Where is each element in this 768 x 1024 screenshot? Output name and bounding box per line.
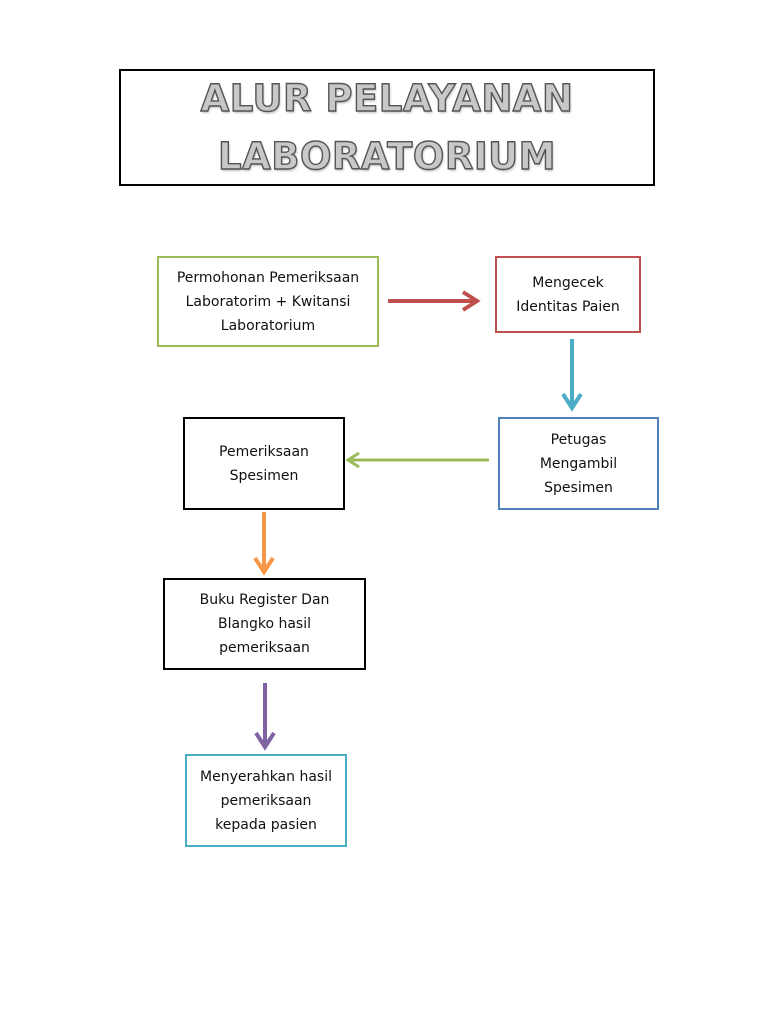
step-permohonan-pemeriksaan: Permohonan Pemeriksaan Laboratorim + Kwi… (157, 256, 379, 347)
step-pemeriksaan-spesimen: Pemeriksaan Spesimen (183, 417, 345, 510)
title-box: ALUR PELAYANAN LABORATORIUM (119, 69, 655, 186)
step-petugas-mengambil-spesimen: Petugas Mengambil Spesimen (498, 417, 659, 510)
step-mengecek-identitas: Mengecek Identitas Paien (495, 256, 641, 333)
step-label: Permohonan Pemeriksaan Laboratorim + Kwi… (176, 269, 360, 334)
step-label: Petugas Mengambil Spesimen (539, 431, 618, 496)
step-menyerahkan-hasil: Menyerahkan hasil pemeriksaan kepada pas… (185, 754, 347, 847)
step-label: Pemeriksaan Spesimen (219, 443, 309, 484)
step-label: Buku Register Dan Blangko hasil pemeriks… (199, 592, 330, 656)
title-line-2: LABORATORIUM (217, 134, 556, 178)
arrow-down-icon (254, 683, 276, 751)
arrow-right-icon (388, 290, 481, 312)
step-buku-register: Buku Register Dan Blangko hasil pemeriks… (163, 578, 366, 670)
arrow-down-icon (253, 512, 275, 576)
title-line-1: ALUR PELAYANAN (200, 76, 574, 120)
step-label: Mengecek Identitas Paien (516, 274, 620, 315)
arrow-down-icon (561, 339, 583, 412)
arrow-left-icon (345, 451, 489, 469)
step-label: Menyerahkan hasil pemeriksaan kepada pas… (200, 768, 332, 833)
